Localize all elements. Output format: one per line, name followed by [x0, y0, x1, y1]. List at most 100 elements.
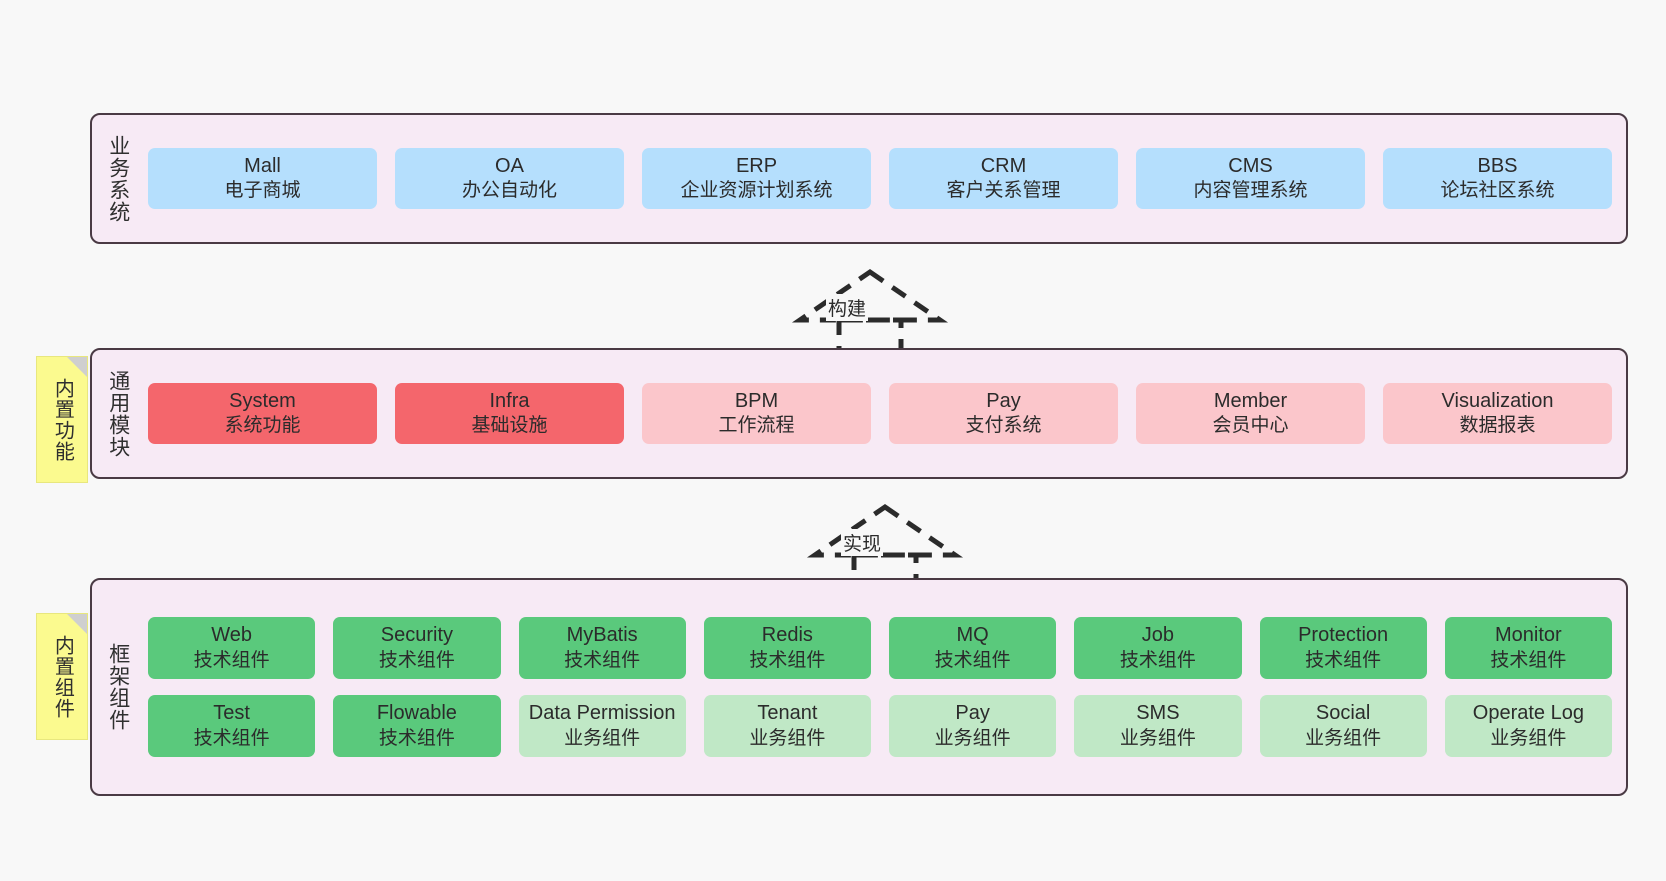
card-title: BBS [1477, 154, 1518, 177]
card-sms[interactable]: SMS 业务组件 [1074, 695, 1242, 757]
card-subtitle: 系统功能 [224, 415, 301, 437]
card-title: Mall [244, 154, 281, 177]
card-row: Mall 电子商城 OA 办公自动化 ERP 企业资源计划系统 CRM 客户关系… [148, 147, 1612, 210]
card-cms[interactable]: CMS 内容管理系统 [1136, 147, 1365, 210]
card-subtitle: 业务组件 [934, 727, 1011, 749]
card-title: Redis [761, 624, 813, 647]
card-oa[interactable]: OA 办公自动化 [395, 147, 624, 210]
card-title: MyBatis [566, 624, 638, 647]
card-title: Web [211, 624, 252, 647]
card-subtitle: 工作流程 [718, 415, 795, 437]
connector-build: 构建 [791, 268, 949, 363]
card-subtitle: 技术组件 [1305, 649, 1382, 671]
card-title: Security [380, 624, 453, 647]
card-title: SMS [1136, 702, 1180, 724]
card-title: Operate Log [1472, 702, 1584, 724]
card-subtitle: 技术组件 [193, 727, 270, 749]
note-text: 内置功能 [51, 377, 74, 462]
card-subtitle: 论坛社区系统 [1440, 180, 1555, 202]
band-cards-business-systems: Mall 电子商城 OA 办公自动化 ERP 企业资源计划系统 CRM 客户关系… [144, 115, 1626, 242]
card-title: MQ [956, 624, 989, 647]
card-redis[interactable]: Redis 技术组件 [703, 617, 871, 679]
card-mall[interactable]: Mall 电子商城 [148, 147, 377, 210]
card-subtitle: 业务组件 [1305, 727, 1382, 749]
card-mq[interactable]: MQ 技术组件 [889, 617, 1057, 679]
card-subtitle: 业务组件 [564, 727, 641, 749]
card-mybatis[interactable]: MyBatis 技术组件 [518, 617, 686, 679]
card-title: Pay [955, 702, 990, 724]
card-operate-log[interactable]: Operate Log 业务组件 [1444, 695, 1612, 757]
card-row: Test 技术组件 Flowable 技术组件 Data Permission … [148, 695, 1612, 757]
card-subtitle: 业务组件 [1490, 727, 1567, 749]
card-subtitle: 数据报表 [1459, 415, 1536, 437]
card-subtitle: 技术组件 [378, 649, 455, 671]
card-pay-business[interactable]: Pay 业务组件 [889, 695, 1057, 757]
card-title: Data Permission [528, 702, 676, 724]
card-subtitle: 技术组件 [564, 649, 641, 671]
card-bpm[interactable]: BPM 工作流程 [642, 382, 871, 445]
card-infra[interactable]: Infra 基础设施 [395, 382, 624, 445]
card-security[interactable]: Security 技术组件 [333, 617, 501, 679]
card-title: Protection [1298, 624, 1389, 647]
card-subtitle: 技术组件 [934, 649, 1011, 671]
band-framework-components: 框架组件 Web 技术组件 Security 技术组件 MyBatis 技术组件… [90, 578, 1628, 796]
card-subtitle: 客户关系管理 [946, 180, 1061, 202]
band-label-business-systems: 业务系统 [106, 134, 130, 223]
card-subtitle: 技术组件 [749, 649, 826, 671]
card-title: Flowable [376, 702, 457, 724]
note-fold-icon [67, 357, 87, 377]
card-subtitle: 企业资源计划系统 [680, 180, 833, 202]
card-protection[interactable]: Protection 技术组件 [1259, 617, 1427, 679]
card-bbs[interactable]: BBS 论坛社区系统 [1383, 147, 1612, 210]
card-subtitle: 电子商城 [224, 180, 301, 202]
card-title: Social [1315, 702, 1371, 724]
card-title: Member [1213, 389, 1288, 412]
card-title: CMS [1228, 154, 1273, 177]
card-monitor[interactable]: Monitor 技术组件 [1444, 617, 1612, 679]
card-crm[interactable]: CRM 客户关系管理 [889, 147, 1118, 210]
card-data-permission[interactable]: Data Permission 业务组件 [518, 695, 686, 757]
card-title: OA [495, 154, 524, 177]
card-title: CRM [980, 154, 1027, 177]
card-subtitle: 内容管理系统 [1193, 180, 1308, 202]
card-tenant[interactable]: Tenant 业务组件 [703, 695, 871, 757]
card-flowable[interactable]: Flowable 技术组件 [333, 695, 501, 757]
card-system[interactable]: System 系统功能 [148, 382, 377, 445]
card-subtitle: 会员中心 [1212, 415, 1289, 437]
card-pay[interactable]: Pay 支付系统 [889, 382, 1118, 445]
connector-build-label: 构建 [826, 294, 869, 321]
card-row: System 系统功能 Infra 基础设施 BPM 工作流程 Pay 支付系统… [148, 382, 1612, 445]
card-web[interactable]: Web 技术组件 [148, 617, 316, 679]
card-job[interactable]: Job 技术组件 [1074, 617, 1242, 679]
card-visualization[interactable]: Visualization 数据报表 [1383, 382, 1612, 445]
card-title: Test [213, 702, 250, 724]
card-subtitle: 办公自动化 [461, 180, 557, 202]
card-subtitle: 支付系统 [965, 415, 1042, 437]
band-cards-framework-components: Web 技术组件 Security 技术组件 MyBatis 技术组件 Redi… [144, 580, 1626, 794]
band-common-modules: 通用模块 System 系统功能 Infra 基础设施 BPM 工作流程 Pay… [90, 348, 1628, 479]
card-title: ERP [735, 154, 778, 177]
card-test[interactable]: Test 技术组件 [148, 695, 316, 757]
card-row: Web 技术组件 Security 技术组件 MyBatis 技术组件 Redi… [148, 617, 1612, 679]
card-subtitle: 技术组件 [1490, 649, 1567, 671]
card-social[interactable]: Social 业务组件 [1259, 695, 1427, 757]
card-erp[interactable]: ERP 企业资源计划系统 [642, 147, 871, 210]
card-subtitle: 技术组件 [193, 649, 270, 671]
card-title: Tenant [757, 702, 818, 724]
card-title: Visualization [1441, 389, 1554, 412]
connector-implement-label: 实现 [841, 529, 884, 556]
card-subtitle: 技术组件 [378, 727, 455, 749]
card-title: BPM [734, 389, 779, 412]
card-subtitle: 技术组件 [1119, 649, 1196, 671]
card-subtitle: 业务组件 [1119, 727, 1196, 749]
card-title: Infra [489, 389, 530, 412]
band-label-framework-components: 框架组件 [106, 643, 130, 731]
band-cards-common-modules: System 系统功能 Infra 基础设施 BPM 工作流程 Pay 支付系统… [144, 350, 1626, 477]
note-text: 内置组件 [51, 634, 74, 719]
card-subtitle: 业务组件 [749, 727, 826, 749]
card-title: Job [1141, 624, 1174, 647]
card-member[interactable]: Member 会员中心 [1136, 382, 1365, 445]
connector-implement: 实现 [806, 503, 964, 598]
card-title: Pay [986, 389, 1021, 412]
